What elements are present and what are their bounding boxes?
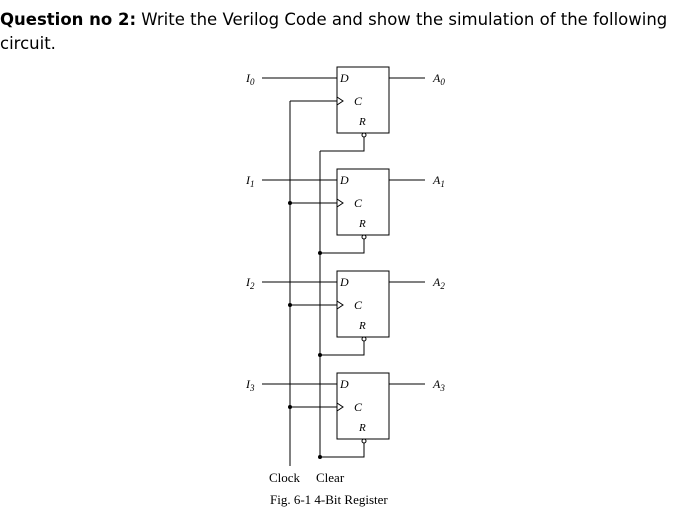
stage-3-d-label: D xyxy=(339,377,349,391)
stage-0-output-label: A0 xyxy=(432,71,445,87)
stage-0-r-label: R xyxy=(358,116,366,128)
stage-3-input-label: I3 xyxy=(245,377,255,393)
stage-2-input-label: I2 xyxy=(245,275,255,291)
stage-0-flipflop-box xyxy=(336,66,390,134)
stage-2-c-label: C xyxy=(354,298,363,312)
question-body: Write the Verilog Code and show the simu… xyxy=(0,10,668,53)
question-text: Question no 2: Write the Verilog Code an… xyxy=(0,8,690,56)
question-label: Question no 2: xyxy=(0,10,137,29)
stage-3-output-label: A3 xyxy=(432,377,445,393)
stage-0-clock-triangle xyxy=(336,96,344,106)
stage-2-clear-bubble xyxy=(361,336,367,342)
stage-0-clear-bubble xyxy=(361,132,367,138)
clock-label: Clock xyxy=(269,470,301,485)
stage-3-c-label: C xyxy=(354,400,363,414)
stage-1-r-label: R xyxy=(358,218,366,230)
stage-3-r-label: R xyxy=(358,422,366,434)
stage-2-r-label: R xyxy=(358,320,366,332)
stage-2-clock-triangle xyxy=(336,300,344,310)
stage-1-clear-wire xyxy=(320,239,365,254)
stage-0-d-label: D xyxy=(339,71,349,85)
stage-1-d-label: D xyxy=(339,173,349,187)
stage-1-c-label: C xyxy=(354,196,363,210)
stage-0-input-label: I0 xyxy=(245,71,255,87)
stage-1-clock-triangle xyxy=(336,198,344,208)
figure-caption: Fig. 6-1 4-Bit Register xyxy=(270,492,388,507)
stage-2-clear-wire xyxy=(320,341,365,356)
stage-3-clock-triangle xyxy=(336,402,344,412)
stage-2-flipflop-box xyxy=(336,270,390,338)
stage-3-clear-bubble xyxy=(361,438,367,444)
stage-1-output-label: A1 xyxy=(432,173,445,189)
stage-1-clear-bubble xyxy=(361,234,367,240)
stage-0-c-label: C xyxy=(354,94,363,108)
stage-3-clear-junction xyxy=(318,455,322,459)
stage-3-clear-wire xyxy=(320,443,365,458)
stage-2-output-label: A2 xyxy=(432,275,445,291)
stage-0-clear-wire xyxy=(320,137,365,152)
stage-2-d-label: D xyxy=(339,275,349,289)
clear-label: Clear xyxy=(316,470,345,485)
stage-1-input-label: I1 xyxy=(245,173,255,189)
bus-lines xyxy=(289,101,321,466)
